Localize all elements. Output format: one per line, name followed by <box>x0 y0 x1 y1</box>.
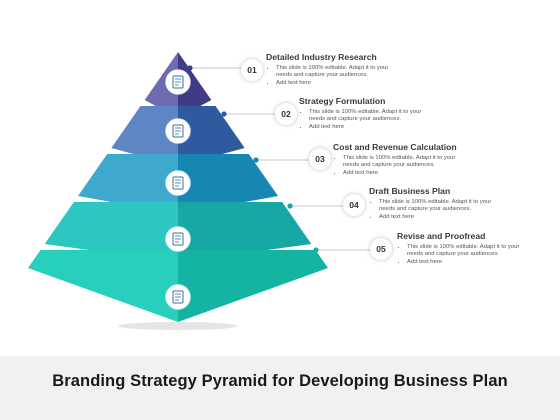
step-heading: Detailed Industry Research <box>266 52 377 62</box>
step-bullets: This slide is 100% editable. Adapt it to… <box>299 109 552 131</box>
slide-title: Branding Strategy Pyramid for Developing… <box>52 372 508 390</box>
step-text-block: Revise and ProofreadThis slide is 100% e… <box>397 231 552 266</box>
step-bullet: Add text here <box>407 259 552 266</box>
strategy-chess-icon <box>165 118 191 144</box>
calculator-icon <box>165 170 191 196</box>
step-number-badge: 05 <box>370 238 392 260</box>
research-document-icon <box>165 69 191 95</box>
footer-band <box>0 356 560 420</box>
connector-dot <box>313 247 319 253</box>
step-bullet: This slide is 100% editable. Adapt it to… <box>276 65 404 80</box>
step-number-badge: 03 <box>309 148 331 170</box>
level-right-face <box>178 202 312 262</box>
step-text-block: Draft Business PlanThis slide is 100% ed… <box>369 186 552 221</box>
level-right-face <box>178 250 328 322</box>
pyramid-level-01 <box>144 52 212 118</box>
level-left-face <box>111 106 178 166</box>
pyramid-level-04 <box>44 202 312 262</box>
step-bullet: Add text here <box>276 80 552 87</box>
step-bullet: Add text here <box>309 124 552 131</box>
level-right-face <box>178 154 278 214</box>
step-number-badge: 04 <box>343 194 365 216</box>
step-bullet: This slide is 100% editable. Adapt it to… <box>309 109 437 124</box>
level-right-face <box>178 106 245 166</box>
level-left-face <box>28 250 178 322</box>
step-bullet: This slide is 100% editable. Adapt it to… <box>343 155 471 170</box>
step-heading: Strategy Formulation <box>299 96 386 106</box>
step-bullet: Add text here <box>379 214 552 221</box>
business-plan-icon <box>165 226 191 252</box>
connector-dot <box>287 203 293 209</box>
step-text-block: Detailed Industry ResearchThis slide is … <box>266 52 552 87</box>
step-bullets: This slide is 100% editable. Adapt it to… <box>397 244 552 266</box>
step-bullets: This slide is 100% editable. Adapt it to… <box>266 65 552 87</box>
step-heading: Draft Business Plan <box>369 186 451 196</box>
step-bullets: This slide is 100% editable. Adapt it to… <box>333 155 552 177</box>
step-text-block: Strategy FormulationThis slide is 100% e… <box>299 96 552 131</box>
step-heading: Cost and Revenue Calculation <box>333 142 457 152</box>
connector-dot <box>187 65 193 71</box>
level-right-face <box>178 52 212 118</box>
level-left-face <box>44 202 178 262</box>
step-text-block: Cost and Revenue CalculationThis slide i… <box>333 142 552 177</box>
step-bullet: This slide is 100% editable. Adapt it to… <box>407 244 535 259</box>
connector-dot <box>221 111 227 117</box>
pyramid-shadow <box>118 322 238 330</box>
document-check-icon <box>165 284 191 310</box>
level-left-face <box>144 52 178 118</box>
step-heading: Revise and Proofread <box>397 231 486 241</box>
pyramid-level-02 <box>111 106 245 166</box>
step-bullet: Add text here <box>343 170 552 177</box>
pyramid-level-03 <box>78 154 278 214</box>
step-number-badge: 01 <box>241 59 263 81</box>
connector-dot <box>253 157 259 163</box>
step-number-badge: 02 <box>275 103 297 125</box>
step-bullets: This slide is 100% editable. Adapt it to… <box>369 199 552 221</box>
pyramid-level-05 <box>28 250 328 322</box>
level-left-face <box>78 154 178 214</box>
step-bullet: This slide is 100% editable. Adapt it to… <box>379 199 507 214</box>
